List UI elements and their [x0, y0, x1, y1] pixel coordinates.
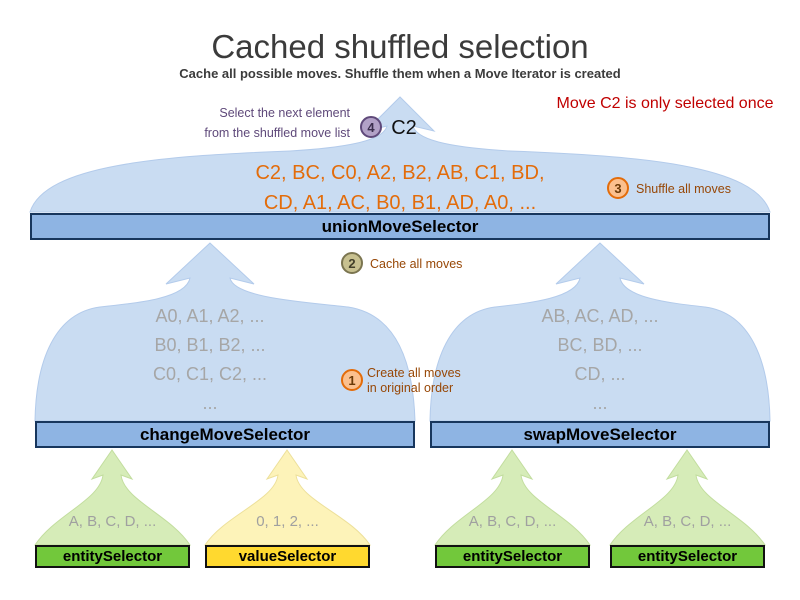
change-move-list: A0, A1, A2, ... B0, B1, B2, ... C0, C1, …: [55, 302, 365, 418]
step4-number: 4: [367, 119, 375, 135]
change-move-list-line: B0, B1, B2, ...: [154, 335, 266, 355]
selection-note: Move C2 is only selected once: [556, 95, 774, 112]
step3-number: 3: [614, 180, 622, 196]
entity-selector-3-label: entitySelector: [637, 548, 738, 565]
change-move-list-line: ...: [202, 393, 218, 413]
page-subtitle: Cache all possible moves. Shuffle them w…: [179, 66, 621, 81]
shuffled-move-list-line1: C2, BC, C0, A2, B2, AB, C1, BD,: [255, 162, 545, 184]
change-move-selector-label: changeMoveSelector: [139, 424, 311, 444]
entity-selector-2-label: entitySelector: [462, 548, 563, 565]
swap-move-selector-bar: swapMoveSelector: [430, 421, 770, 448]
change-move-list-line: C0, C1, C2, ...: [152, 364, 268, 384]
entity-selector-2-values: A, B, C, D, ...: [468, 513, 557, 530]
swap-move-list-line: ...: [592, 393, 608, 413]
swap-move-list: AB, AC, AD, ... BC, BD, ... CD, ... ...: [450, 302, 750, 418]
entity-selector-1-values: A, B, C, D, ...: [68, 513, 157, 530]
union-funnel-shape: [29, 96, 771, 213]
step1-label-line2: in original order: [367, 381, 454, 395]
swap-move-list-line: AB, AC, AD, ...: [541, 306, 659, 326]
step1-number: 1: [348, 372, 356, 388]
step2-label: Cache all moves: [370, 257, 463, 271]
selected-move-text: C2: [391, 117, 417, 139]
swap-move-selector-label: swapMoveSelector: [523, 424, 677, 444]
step1-label-line1: Create all moves: [367, 366, 461, 380]
swap-move-list-line: BC, BD, ...: [557, 335, 643, 355]
entity-funnel-1-shape: [34, 449, 191, 546]
step2-number: 2: [348, 255, 356, 271]
step1-badge: 1: [341, 369, 363, 391]
entity-funnel-3-shape: [609, 449, 766, 546]
entity-selector-3-bar: entitySelector: [610, 545, 765, 568]
swap-move-list-line: CD, ...: [574, 364, 626, 384]
entity-selector-3-values: A, B, C, D, ...: [643, 513, 732, 530]
value-funnel-shape: [204, 449, 371, 546]
entity-funnel-2-shape: [434, 449, 591, 546]
entity-selector-2-bar: entitySelector: [435, 545, 590, 568]
step1-label: Create all moves in original order: [367, 366, 461, 396]
value-selector-values: 0, 1, 2, ...: [256, 513, 319, 530]
step4-label: Select the next element from the shuffle…: [160, 103, 350, 143]
union-move-selector-bar: unionMoveSelector: [30, 213, 770, 240]
step3-label: Shuffle all moves: [636, 182, 731, 196]
step2-badge: 2: [341, 252, 363, 274]
change-move-selector-bar: changeMoveSelector: [35, 421, 415, 448]
shuffled-move-list-line2: CD, A1, AC, B0, B1, AD, A0, ...: [263, 192, 537, 214]
entity-selector-1-bar: entitySelector: [35, 545, 190, 568]
shuffled-move-list: C2, BC, C0, A2, B2, AB, C1, BD, CD, A1, …: [100, 158, 700, 218]
value-selector-label: valueSelector: [238, 548, 337, 565]
step4-badge: 4: [360, 116, 382, 138]
step3-badge: 3: [607, 177, 629, 199]
step4-label-line1: Select the next element: [219, 106, 350, 120]
value-selector-bar: valueSelector: [205, 545, 370, 568]
step4-label-line2: from the shuffled move list: [204, 126, 350, 140]
union-move-selector-label: unionMoveSelector: [321, 216, 479, 236]
page-title: Cached shuffled selection: [211, 28, 589, 65]
change-move-list-line: A0, A1, A2, ...: [155, 306, 265, 326]
change-funnel-shape: [34, 242, 416, 422]
entity-selector-1-label: entitySelector: [62, 548, 163, 565]
